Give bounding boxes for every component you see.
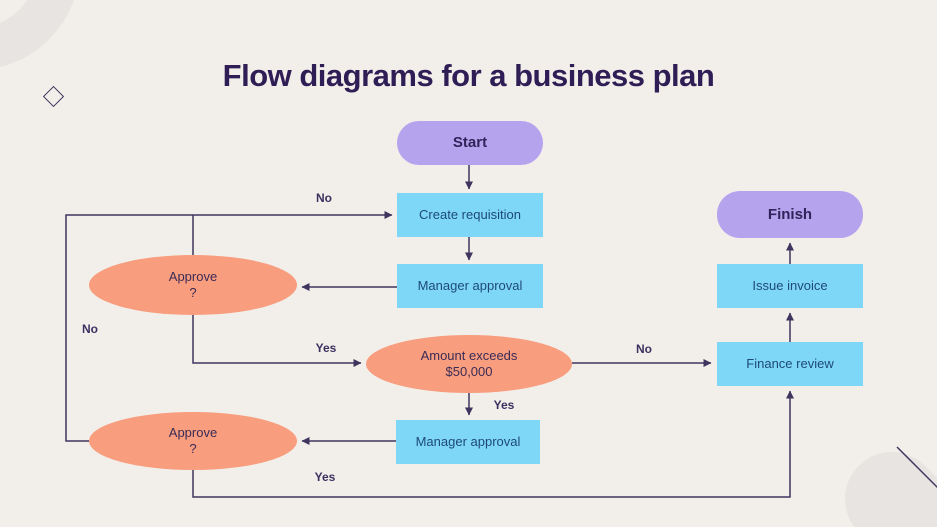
page-title: Flow diagrams for a business plan: [222, 58, 715, 93]
node-issue-invoice-label: Issue invoice: [752, 278, 828, 293]
node-approve-bottom: Approve ?: [89, 412, 297, 470]
node-approve-top-line1: Approve: [168, 269, 218, 284]
node-create-requisition: Create requisition: [397, 193, 543, 237]
edge-approve-top-yes-to-amount: [192, 315, 362, 367]
diagonal-line-decoration: [896, 446, 937, 489]
node-manager-approval-bottom: Manager approval: [396, 420, 540, 464]
node-approve-top-line2: ?: [189, 285, 197, 300]
node-start-label: Start: [452, 134, 488, 151]
node-manager-approval-top: Manager approval: [397, 264, 543, 308]
node-finish: Finish: [717, 191, 863, 238]
node-amount-exceeds: Amount exceeds $50,000: [366, 335, 572, 393]
edge-label-yes-amount: Yes: [493, 398, 515, 412]
edge-label-no-top: No: [316, 191, 332, 205]
node-approve-bottom-line1: Approve: [168, 425, 218, 440]
edge-approve-bottom-yes-to-finance: [192, 390, 794, 498]
node-finance-review-label: Finance review: [746, 356, 834, 371]
node-manager-approval-bottom-label: Manager approval: [415, 434, 521, 449]
node-approve-top: Approve ?: [89, 255, 297, 315]
node-approve-bottom-line2: ?: [189, 441, 197, 456]
node-amount-exceeds-line2: $50,000: [445, 364, 493, 379]
node-issue-invoice: Issue invoice: [717, 264, 863, 308]
node-finish-label: Finish: [767, 205, 813, 223]
node-manager-approval-top-label: Manager approval: [417, 278, 523, 293]
edge-label-no-amount: No: [636, 342, 652, 356]
node-amount-exceeds-line1: Amount exceeds: [420, 348, 518, 363]
node-create-requisition-label: Create requisition: [419, 207, 521, 222]
edge-label-yes-approve-top: Yes: [315, 341, 337, 355]
node-finance-review: Finance review: [717, 342, 863, 386]
edge-label-yes-approve-bottom: Yes: [314, 470, 336, 484]
edge-label-no-left: No: [82, 322, 98, 336]
node-start: Start: [397, 121, 543, 165]
edge-no-return-to-create: [65, 211, 393, 442]
